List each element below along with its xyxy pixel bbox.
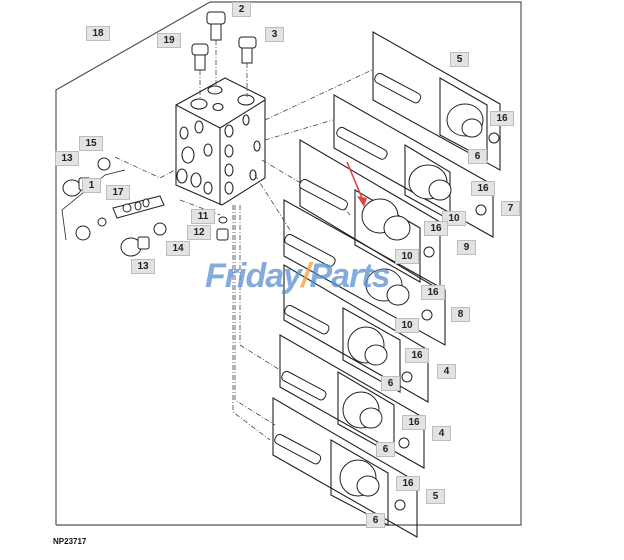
- watermark-text-2: Parts: [309, 257, 391, 295]
- callout-16[interactable]: 16: [405, 348, 429, 363]
- callout-12[interactable]: 12: [187, 225, 211, 240]
- cartridge-3: [299, 178, 349, 211]
- callout-10[interactable]: 10: [442, 211, 466, 226]
- callout-14[interactable]: 14: [166, 241, 190, 256]
- callout-5[interactable]: 5: [426, 489, 445, 504]
- cartridge-7: [274, 433, 322, 465]
- callout-10[interactable]: 10: [395, 318, 419, 333]
- valve-assemblies: [272, 31, 501, 538]
- figure-id-label: NP23717: [53, 537, 87, 546]
- cartridge-5: [284, 304, 330, 335]
- callout-18[interactable]: 18: [86, 26, 110, 41]
- highlight-arrow: [346, 161, 367, 207]
- callout-11[interactable]: 11: [191, 209, 215, 224]
- callout-19[interactable]: 19: [157, 33, 181, 48]
- watermark: Friday/Parts: [205, 257, 391, 296]
- cartridges-and-coils: [274, 72, 500, 511]
- top-plugs: [191, 11, 257, 71]
- callout-4[interactable]: 4: [432, 426, 451, 441]
- watermark-text-1: Friday: [205, 257, 302, 295]
- callout-16[interactable]: 16: [396, 476, 420, 491]
- callout-16[interactable]: 16: [490, 111, 514, 126]
- callout-13[interactable]: 13: [55, 151, 79, 166]
- coil-1: [446, 103, 484, 138]
- callout-7[interactable]: 7: [501, 201, 520, 216]
- watermark-swoosh-icon: /: [301, 257, 311, 295]
- callout-6[interactable]: 6: [366, 513, 385, 528]
- callout-16[interactable]: 16: [402, 415, 426, 430]
- callout-9[interactable]: 9: [457, 240, 476, 255]
- callout-8[interactable]: 8: [451, 307, 470, 322]
- coil-2: [408, 164, 452, 201]
- callout-16[interactable]: 16: [421, 285, 445, 300]
- callout-4[interactable]: 4: [437, 364, 456, 379]
- coil-5: [347, 326, 388, 366]
- coil-6: [342, 391, 383, 429]
- cartridge-2: [336, 126, 388, 160]
- callout-5[interactable]: 5: [450, 52, 469, 67]
- coil-3: [361, 198, 411, 241]
- coil-7: [339, 459, 380, 497]
- coil-4: [365, 268, 410, 306]
- valve-block: [175, 77, 266, 206]
- callout-13[interactable]: 13: [131, 259, 155, 274]
- cartridge-6: [281, 370, 327, 401]
- callout-3[interactable]: 3: [265, 27, 284, 42]
- callout-6[interactable]: 6: [376, 442, 395, 457]
- callout-1[interactable]: 1: [82, 178, 101, 193]
- callout-6[interactable]: 6: [381, 376, 400, 391]
- callout-17[interactable]: 17: [106, 185, 130, 200]
- callout-16[interactable]: 16: [471, 181, 495, 196]
- cartridge-4: [284, 233, 336, 267]
- callout-10[interactable]: 10: [395, 249, 419, 264]
- cartridge-1: [374, 72, 422, 104]
- callout-2[interactable]: 2: [232, 2, 251, 17]
- callout-15[interactable]: 15: [79, 136, 103, 151]
- callout-16[interactable]: 16: [424, 221, 448, 236]
- callout-6[interactable]: 6: [468, 149, 487, 164]
